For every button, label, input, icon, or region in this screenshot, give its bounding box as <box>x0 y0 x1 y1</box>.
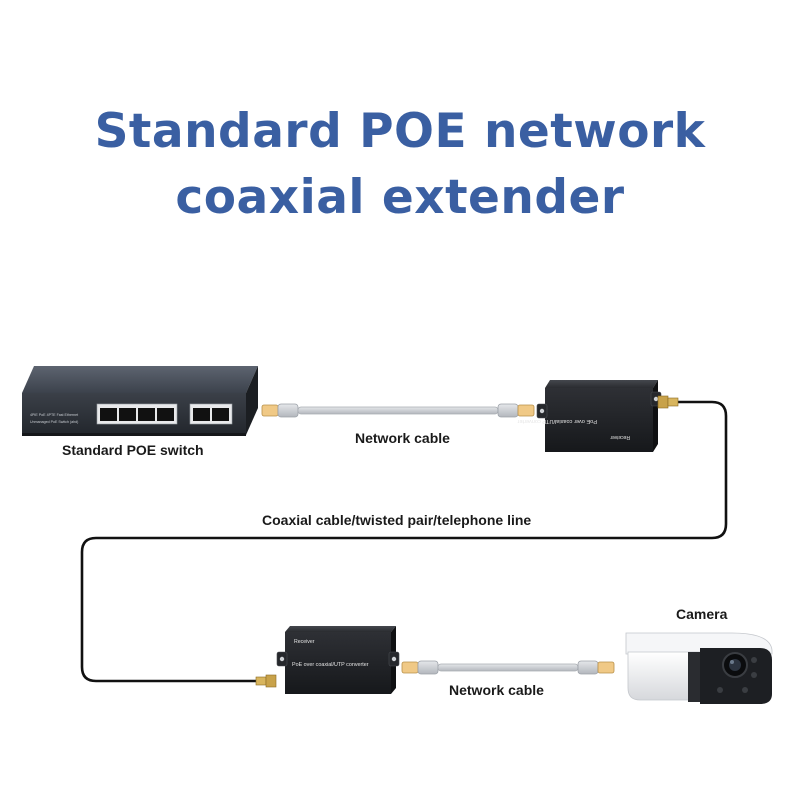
network-cable-bottom <box>401 660 615 675</box>
camera <box>625 632 773 704</box>
transmitter-box: PoE over coaxial/UTP converter Receiver <box>517 380 679 452</box>
switch-label: Standard POE switch <box>62 442 204 458</box>
bnc-connector-top <box>657 395 679 409</box>
page-title-line-2: coaxial extender <box>175 170 625 225</box>
coaxial-cable-label: Coaxial cable/twisted pair/telephone lin… <box>262 512 532 528</box>
camera-label: Camera <box>676 606 728 622</box>
switch-port-group-right <box>189 403 233 425</box>
network-cable-bottom-label: Network cable <box>449 682 544 698</box>
bnc-connector-bottom <box>255 674 277 688</box>
transmitter-label: PoE over coaxial/UTP converter <box>517 418 597 424</box>
page-title-line-1: Standard POE network <box>94 104 706 159</box>
coaxial-cable <box>80 400 728 683</box>
receiver-label: PoE over coaxial/UTP converter <box>292 662 369 668</box>
switch-text-2: Unmanaged PoE Switch (ahd) <box>30 420 78 424</box>
transmitter-role-label: Receiver <box>610 434 630 440</box>
switch-port-group-left <box>96 403 178 425</box>
receiver-box: Receiver PoE over coaxial/UTP converter <box>255 626 400 694</box>
switch-text: 4PIE PoE 4PTE Fast Ethernet <box>30 413 78 417</box>
poe-switch: 4PIE PoE 4PTE Fast Ethernet Unmanaged Po… <box>22 366 258 436</box>
network-cable-top-label: Network cable <box>355 430 450 446</box>
network-cable-top <box>261 403 535 418</box>
receiver-role-label: Receiver <box>294 639 315 645</box>
